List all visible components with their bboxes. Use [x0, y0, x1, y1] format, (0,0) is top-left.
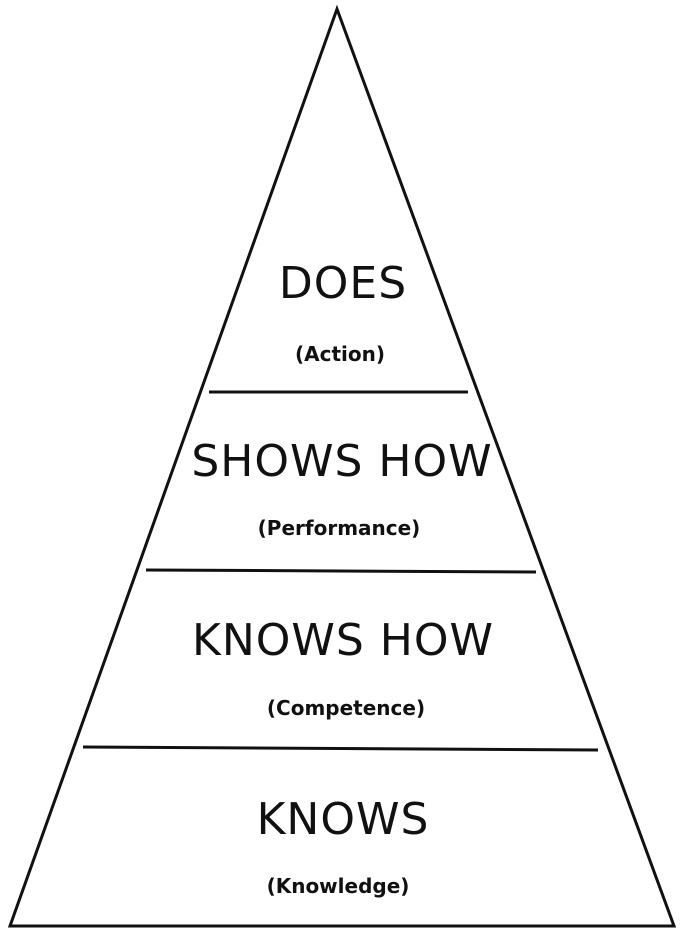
- level-title: KNOWS: [257, 794, 430, 845]
- level-knows: KNOWS (Knowledge): [257, 794, 430, 898]
- level-subtitle: (Competence): [267, 696, 425, 720]
- level-knows-how: KNOWS HOW (Competence): [192, 615, 494, 720]
- level-subtitle: (Performance): [258, 516, 421, 540]
- level-title: SHOWS HOW: [191, 436, 492, 487]
- pyramid-outline: [7, 4, 677, 928]
- divider-shows-how-knows-how: [145, 568, 537, 574]
- level-subtitle: (Knowledge): [267, 874, 410, 898]
- level-subtitle: (Action): [295, 342, 385, 366]
- level-title: DOES: [279, 258, 407, 309]
- level-shows-how: SHOWS HOW (Performance): [191, 436, 492, 540]
- level-title: KNOWS HOW: [192, 615, 494, 666]
- level-does: DOES (Action): [279, 258, 407, 366]
- divider-knows-how-knows: [82, 745, 599, 752]
